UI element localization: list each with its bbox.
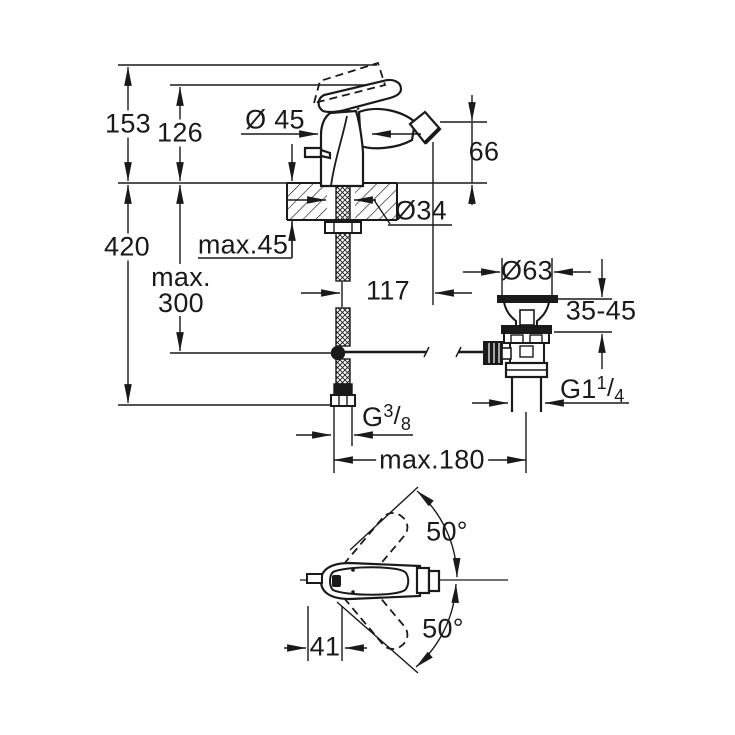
dim-lever-offset: 41 — [309, 631, 341, 662]
spout-end-top-view — [427, 569, 441, 593]
popup-rod-ball-joint — [330, 345, 346, 361]
popup-waste-assembly — [483, 295, 558, 412]
supply-thread-numerator: 3 — [383, 401, 394, 421]
supply-thread-base: G — [362, 402, 384, 432]
dim-body-diameter: Ø 45 — [245, 104, 305, 135]
hose-ferrule — [333, 383, 353, 396]
dim-spout-reach: 117 — [366, 275, 410, 306]
dim-center-distance: max.180 — [376, 446, 488, 474]
lever-top-view — [329, 566, 410, 596]
body-contour — [330, 115, 348, 187]
popup-knob-top-view — [306, 573, 323, 584]
basin-nut-band — [501, 325, 552, 334]
waste-thread-divider: / — [606, 374, 615, 402]
dim-hose-clearance: max. 300 — [148, 262, 214, 318]
dim-swivel-upper: 50° — [426, 516, 468, 547]
supply-thread-divider: / — [393, 402, 401, 430]
dim-clamping-range: 35-45 — [565, 295, 637, 326]
faucet-body — [319, 109, 365, 188]
lever-badge — [332, 575, 341, 587]
waste-thread-denominator: 4 — [614, 386, 625, 406]
dim-waste-thread: G11/4 — [560, 373, 625, 406]
lever-raised-dashed — [312, 61, 387, 113]
popup-knob-stem — [319, 148, 332, 160]
supply-thread-denominator: 8 — [400, 414, 412, 434]
lever-handle — [317, 78, 403, 114]
dim-hole-diameter: Ø34 — [395, 195, 447, 226]
swivel-limit-upper — [349, 486, 419, 551]
dim-supply-thread: G3/8 — [362, 401, 412, 434]
swivel-limit-lower — [336, 601, 419, 674]
dim-flange-diameter: Ø63 — [501, 255, 553, 286]
spout-nozzle — [408, 110, 442, 145]
swivel-arc-upper — [416, 490, 461, 578]
dim-hose-clearance-line1: max. — [151, 262, 211, 292]
waste-neck-tab — [519, 309, 535, 326]
dim-height-153: 153 — [102, 110, 154, 138]
waste-thread-base: G1 — [560, 374, 597, 404]
dim-swivel-lower: 50° — [422, 613, 464, 644]
extension-lines — [118, 64, 612, 661]
spout-neck-top-view — [415, 566, 431, 595]
swivel-arc-lower — [415, 583, 459, 668]
rod-clamp-screw — [501, 347, 512, 360]
spout — [357, 107, 417, 150]
dim-deck-thickness: max.45 — [197, 229, 289, 260]
dim-spout-to-deck: 66 — [468, 136, 500, 167]
popup-knob — [303, 146, 323, 159]
popup-rod — [344, 346, 484, 358]
faucet-side-view — [303, 61, 442, 188]
dim-height-126: 126 — [154, 119, 206, 147]
tailpipe — [510, 377, 543, 412]
hose-nut — [330, 394, 356, 407]
dim-height-420: 420 — [101, 233, 153, 261]
waste-thread-numerator: 1 — [596, 373, 607, 393]
dim-hose-clearance-line2: 300 — [158, 288, 204, 318]
aerator-face — [423, 127, 441, 145]
